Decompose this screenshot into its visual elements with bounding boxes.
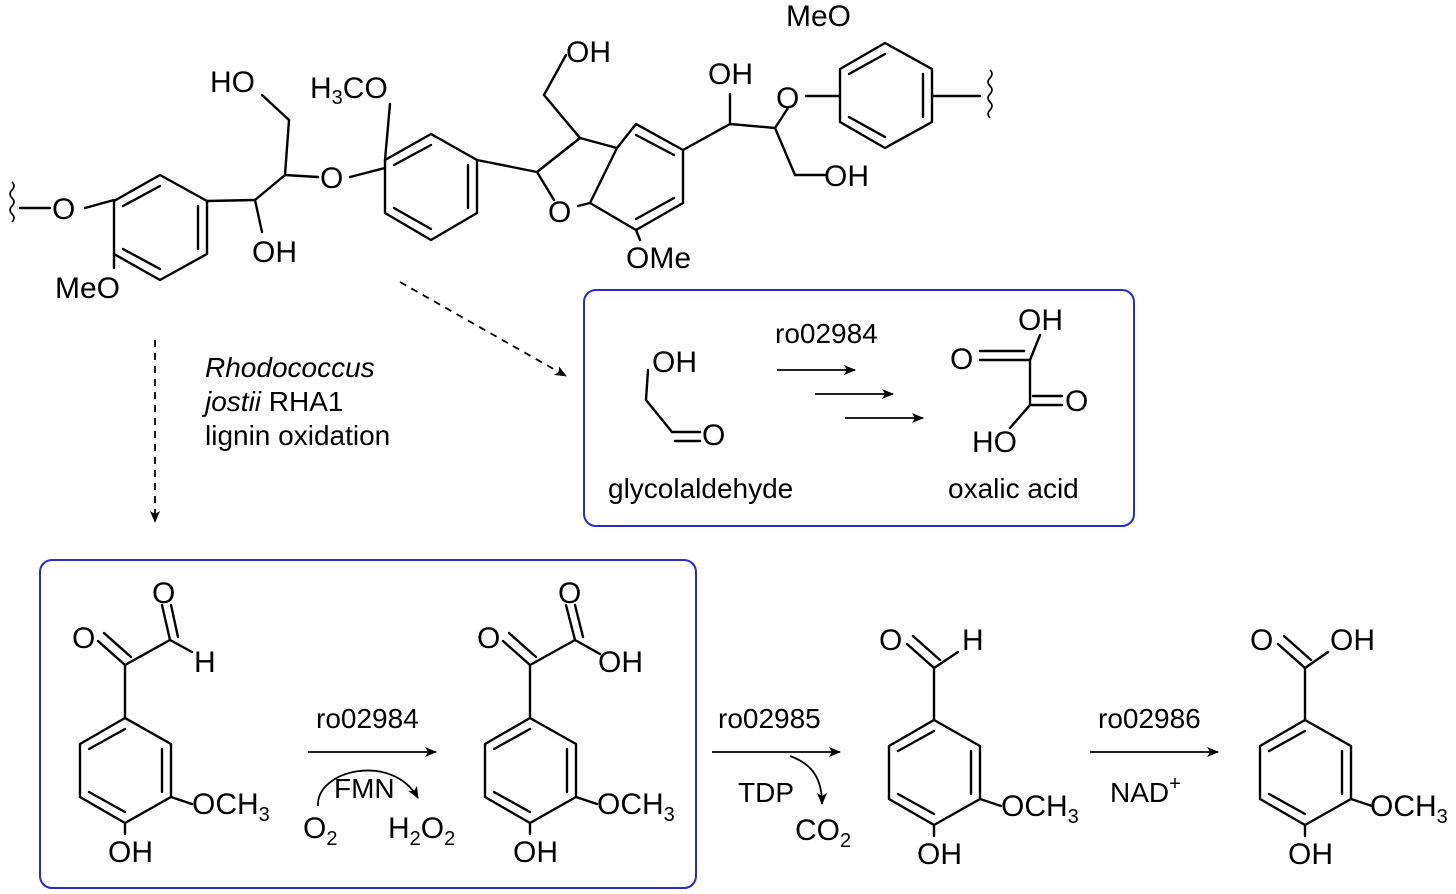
- m1-h: H: [194, 646, 216, 679]
- wavy-bond-left: [9, 181, 15, 223]
- label-o-ether-2: O: [776, 82, 799, 115]
- label-oh-benzylic: OH: [708, 58, 753, 91]
- molecule-vanillin: O H OCH3 OH: [879, 624, 1079, 871]
- oxalic-oh: OH: [1018, 304, 1063, 337]
- oxalic-ho: HO: [972, 426, 1017, 459]
- glyco-o: O: [702, 419, 725, 452]
- ring-d: [838, 41, 934, 150]
- label-oh-bottom: OH: [252, 236, 297, 269]
- m1-o-aldehyde: O: [152, 577, 175, 610]
- m3-oh: OH: [917, 838, 962, 871]
- label-meo-top: MeO: [786, 0, 851, 33]
- label-oh-right: OH: [824, 160, 869, 193]
- condition-organism-genus: Rhodococcus: [205, 352, 375, 383]
- oxalic-acid-name: oxalic acid: [948, 473, 1079, 504]
- step-ro02984: ro02984 FMN O2 H2O2: [303, 703, 455, 850]
- m1-o-ketone: O: [72, 622, 95, 655]
- m3-h: H: [962, 624, 984, 657]
- reagent-o2: O2: [303, 812, 337, 850]
- m3-och3: OCH3: [1001, 790, 1079, 828]
- step-ro02985: ro02985 TDP CO2: [712, 703, 851, 852]
- m2-och3: OCH3: [597, 788, 675, 826]
- ring-a: [112, 173, 209, 282]
- byproduct-h2o2: H2O2: [388, 812, 455, 850]
- oxalic-o2: O: [1065, 385, 1088, 418]
- dashed-arrow-diagonal: [399, 281, 567, 377]
- cofactor-nad: NAD+: [1110, 773, 1181, 808]
- condition-organism-species: jostii RHA1: [201, 386, 343, 417]
- label-o-left: O: [52, 193, 75, 226]
- m4-o: O: [1250, 624, 1273, 657]
- enzyme-ro02984-bottom: ro02984: [316, 703, 419, 734]
- enzyme-ro02985: ro02985: [718, 703, 821, 734]
- molecule-vanillic-acid: O OH OCH3 OH: [1250, 624, 1448, 871]
- step-ro02986: ro02986 NAD+: [1090, 703, 1219, 808]
- m2-o-acid: O: [558, 577, 581, 610]
- m2-oh-acid: OH: [598, 646, 643, 679]
- m1-oh: OH: [108, 836, 153, 869]
- lignin-structure: HO H3CO OH OH MeO O O O O OH OH MeO OMe: [9, 0, 993, 305]
- label-o-ring: O: [548, 196, 571, 229]
- m4-och3: OCH3: [1370, 790, 1448, 828]
- glycolaldehyde-name: glycolaldehyde: [608, 473, 793, 504]
- molecule-vanillylglyoxylic-acid: O O OH OCH3 OH: [477, 577, 675, 869]
- m1-och3: OCH3: [192, 788, 270, 826]
- enzyme-ro02986: ro02986: [1098, 703, 1201, 734]
- label-meo-left: MeO: [55, 272, 120, 305]
- label-oh-ch2: OH: [566, 36, 611, 69]
- label-ho-top: HO: [210, 66, 255, 99]
- condition-process: lignin oxidation: [205, 420, 390, 451]
- m3-o: O: [879, 624, 902, 657]
- cofactor-fmn: FMN: [334, 773, 395, 804]
- ring-b: [383, 132, 479, 242]
- molecule-vanillylglyoxal: O O H OCH3 OH: [72, 577, 270, 869]
- oxalic-o1: O: [950, 343, 973, 376]
- label-o-ether-1: O: [320, 162, 343, 195]
- cofactor-tdp: TDP: [738, 777, 794, 808]
- glyco-oh: OH: [652, 346, 697, 379]
- m2-o-ketone: O: [477, 622, 500, 655]
- m4-oh: OH: [1288, 838, 1333, 871]
- byproduct-co2: CO2: [795, 814, 851, 852]
- label-ome-bottom: OMe: [626, 242, 691, 275]
- ring-c: [588, 122, 685, 232]
- boxed-step-ro02984: [39, 559, 697, 889]
- enzyme-ro02984-top: ro02984: [775, 318, 878, 349]
- m2-oh: OH: [513, 836, 558, 869]
- wavy-bond-right: [987, 69, 993, 119]
- m4-oh-acid: OH: [1330, 624, 1375, 657]
- label-h3co: H3CO: [310, 72, 388, 109]
- glycolaldehyde-pathway-box: OH O glycolaldehyde ro02984 OH O O HO ox…: [583, 289, 1135, 527]
